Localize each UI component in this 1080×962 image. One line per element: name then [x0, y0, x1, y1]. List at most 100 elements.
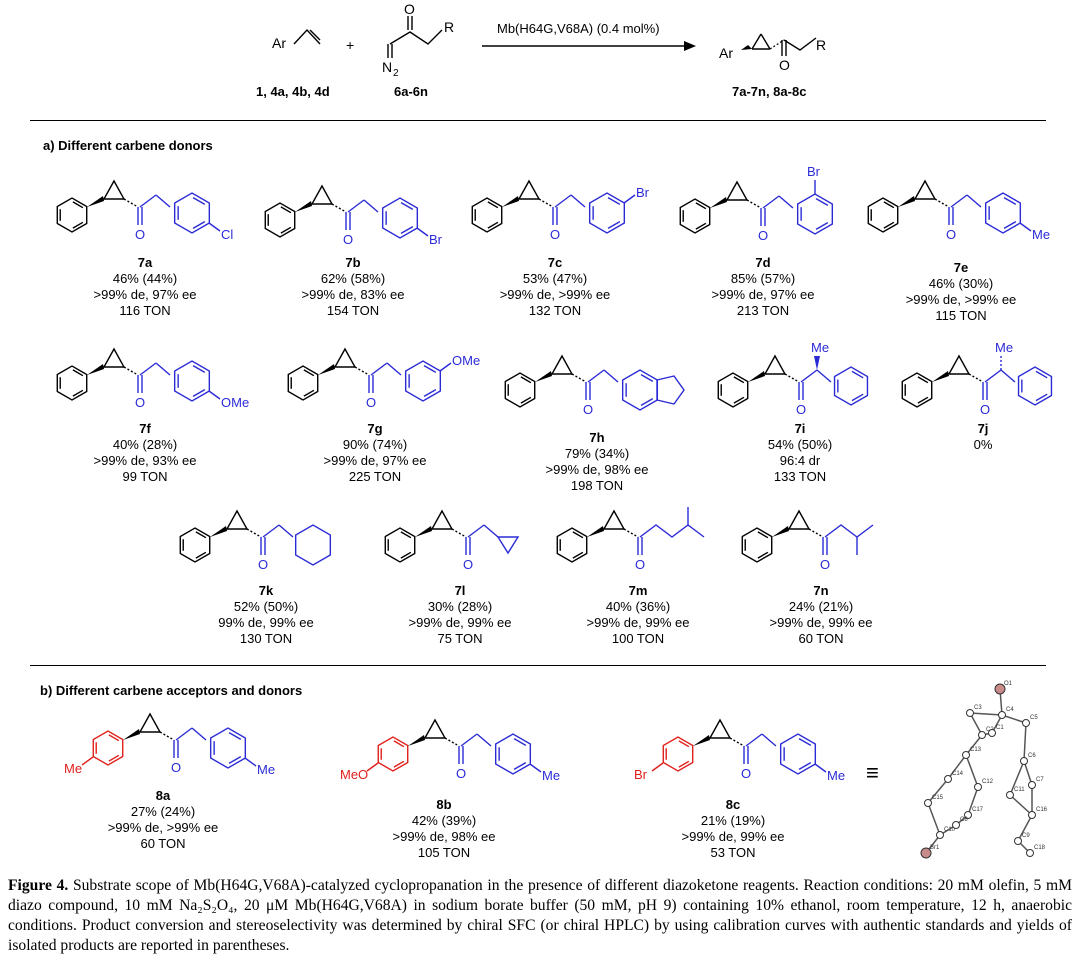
compound-ton: 60 TON — [140, 836, 186, 851]
svg-text:Br: Br — [634, 767, 648, 782]
svg-text:Me: Me — [811, 340, 829, 355]
compound-yield: 40% (36%) — [605, 599, 671, 614]
ortep-atom-label: C5 — [1030, 715, 1038, 721]
structure-7m: O — [556, 507, 705, 572]
compound-ton: 130 TON — [239, 631, 293, 646]
ortep-atom — [964, 811, 972, 819]
compound-ton: 225 TON — [348, 469, 402, 484]
svg-text:O: O — [758, 228, 768, 243]
compound-ton: 198 TON — [570, 478, 624, 493]
compound-yield: 53% (47%) — [522, 271, 588, 286]
compound-7d: 7d 85% (57%) >99% de, 97% ee 213 TON — [678, 255, 848, 319]
ortep-atom — [1026, 849, 1034, 857]
compound-id: 7l — [454, 583, 466, 598]
compound-yield: 46% (30%) — [928, 276, 994, 291]
ortep-atom-label: Br1 — [930, 845, 940, 851]
svg-text:O: O — [135, 395, 145, 410]
compound-selectivity: 96:4 dr — [779, 453, 821, 468]
compound-7h: 7h 79% (34%) >99% de, 98% ee 198 TON — [512, 430, 682, 494]
structure-7l: O — [384, 509, 520, 572]
divider-middle — [30, 665, 1046, 666]
compound-yield: 52% (50%) — [233, 599, 299, 614]
product-r: R — [816, 37, 826, 53]
ortep-atom — [994, 683, 1006, 695]
compound-yield: 90% (74%) — [342, 437, 408, 452]
compound-ton: 53 TON — [710, 845, 756, 860]
ortep-atom-label: C12 — [982, 779, 994, 785]
ortep-atom — [988, 729, 996, 737]
ortep-atom-label: C9 — [1022, 833, 1030, 839]
svg-text:O: O — [583, 402, 593, 417]
structure-7h: O — [504, 354, 685, 417]
ortep-atom-label: C18 — [1034, 845, 1046, 851]
compound-id: 7c — [547, 255, 563, 270]
ortep-atom-label: C15 — [932, 795, 944, 801]
ortep-atom — [936, 831, 944, 839]
compound-yield: 54% (50%) — [767, 437, 833, 452]
compound-id: 7g — [367, 421, 383, 436]
label-diazo: 6a-6n — [394, 84, 428, 99]
ortep-bond — [947, 754, 967, 780]
ortep-bond — [927, 802, 941, 836]
compound-ton: 116 TON — [119, 303, 171, 318]
compound-yield: 46% (44%) — [112, 271, 178, 286]
compound-7f: 7f 40% (28%) >99% de, 93% ee 99 TON — [60, 421, 230, 485]
svg-text:O: O — [741, 766, 751, 781]
compound-selectivity: >99% de, >99% ee — [107, 820, 219, 835]
svg-text:Cl: Cl — [221, 227, 233, 242]
compound-id: 7k — [258, 583, 274, 598]
compound-8a: 8a 27% (24%) >99% de, >99% ee 60 TON — [78, 788, 248, 852]
product-o: O — [779, 57, 790, 73]
svg-text:O: O — [343, 232, 353, 247]
structure-7k: O — [179, 509, 332, 572]
compound-7a: 7a 46% (44%) >99% de, 97% ee 116 TON — [60, 255, 230, 319]
svg-text:Me: Me — [827, 768, 845, 783]
figure-label: Figure 4. — [8, 877, 69, 894]
svg-text:O: O — [463, 557, 473, 572]
compound-id: 8b — [436, 797, 452, 812]
structure-7i: OMe — [717, 340, 869, 417]
reaction-scheme: Ar + O R N 2 Mb(H64G,V68A) (0.4 mol%) Ar… — [256, 1, 826, 99]
compound-selectivity: >99% de, 97% ee — [323, 453, 427, 468]
ortep-atom — [1020, 757, 1028, 765]
compound-id: 7e — [953, 260, 969, 275]
compound-ton: 75 TON — [437, 631, 483, 646]
compound-selectivity: >99% de, 99% ee — [769, 615, 873, 630]
svg-text:O: O — [635, 557, 645, 572]
svg-text:O: O — [456, 766, 466, 781]
compound-7b: 7b 62% (58%) >99% de, 83% ee 154 TON — [268, 255, 438, 319]
ortep-atom-label: C6 — [1028, 753, 1036, 759]
ortep-atom — [978, 731, 986, 739]
ortep-atom — [952, 821, 960, 829]
ortep-bond — [965, 734, 983, 756]
compound-yield: 42% (39%) — [411, 813, 477, 828]
ortep-bond — [969, 712, 1003, 716]
compound-7l: 7l 30% (28%) >99% de, 99% ee 75 TON — [375, 583, 545, 647]
ortep-atom-label: C16 — [1036, 807, 1048, 813]
svg-text:O: O — [366, 395, 376, 410]
scheme-n-sub: 2 — [393, 68, 399, 79]
scheme-ar: Ar — [272, 35, 286, 51]
compound-selectivity: >99% de, 83% ee — [301, 287, 405, 302]
compound-8b: 8b 42% (39%) >99% de, 98% ee 105 TON — [359, 797, 529, 861]
compound-id: 7n — [813, 583, 829, 598]
ortep-atom — [1028, 811, 1036, 819]
compound-7i: 7i 54% (50%) 96:4 dr 133 TON — [715, 421, 885, 485]
section-a-header: a) Different carbene donors — [43, 138, 213, 153]
ortep-atom — [1006, 791, 1014, 799]
scheme-o: O — [404, 1, 415, 17]
ortep-atom-label: C14 — [952, 771, 964, 777]
compound-ton: 132 TON — [528, 303, 582, 318]
ortep-atom-label: C1 — [996, 725, 1004, 731]
compound-ton: 100 TON — [611, 631, 665, 646]
svg-text:Me: Me — [995, 340, 1013, 355]
ortep-atom — [924, 799, 932, 807]
ortep-atom-label: C11 — [1014, 787, 1025, 793]
compound-ton: 154 TON — [326, 303, 380, 318]
